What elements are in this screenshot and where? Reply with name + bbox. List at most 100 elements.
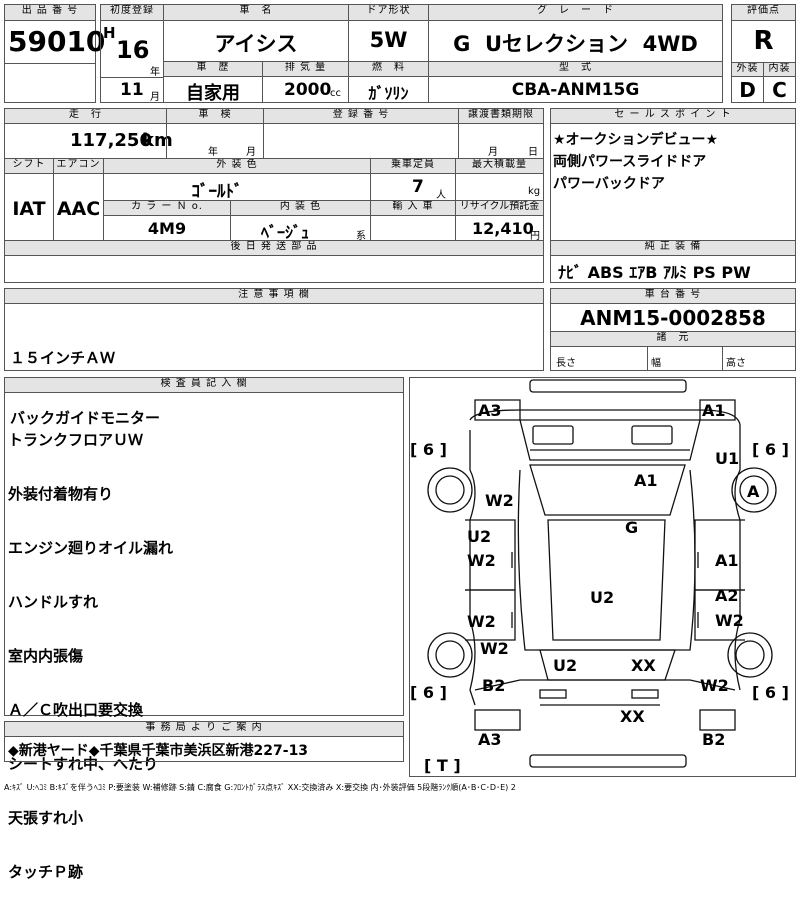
inspector-line: Ａ／Ｃ吹出口要交換 (8, 701, 144, 719)
inspector-line: トランクフロアＵＷ (8, 431, 144, 449)
spec-height-box (722, 346, 796, 371)
mark-r-door2-top: A2 (715, 586, 739, 605)
sales-point: 両側パワースライドドア (553, 154, 707, 170)
chassis-label: 車 台 番 号 (550, 288, 796, 304)
mark-tail-right: XX (631, 656, 656, 675)
model: CBA-ANM15G (511, 80, 640, 100)
spec-width: 幅 (651, 358, 661, 369)
mark-rear-center: XX (620, 707, 645, 726)
mark-rear-left: A3 (478, 730, 502, 749)
mark-l-door2: W2 (467, 612, 496, 631)
lot-no: 59010 (8, 25, 106, 58)
recycle-unit: 円 (530, 231, 540, 242)
tire-fr-label: [ 6 ] (752, 440, 789, 459)
car-name-label: 車 名 (163, 4, 349, 21)
spec-height: 高さ (726, 358, 746, 369)
mark-l-door1-top: U2 (467, 527, 492, 546)
insp-year-unit: 年 (208, 147, 218, 158)
history-label: 車 歴 (163, 61, 263, 77)
model-box (428, 76, 723, 103)
sales-points: ★オークションデビュー★ 両側パワースライドドア パワーバックドア (553, 129, 718, 195)
tr-month-unit: 月 (488, 147, 498, 158)
spare-tire-label: [ T ] (424, 756, 461, 775)
mark-tail-left: U2 (553, 656, 578, 675)
shift: IAT (12, 198, 46, 220)
ac: AAC (56, 198, 101, 220)
mileage-unit: km (142, 130, 173, 151)
grade-label: グ レ ー ド (428, 4, 723, 21)
ext-color-label: 外 装 色 (103, 158, 371, 174)
equipment: ﾅﾋﾞ ABS ｴｱB ｱﾙﾐ PS PW (558, 263, 751, 282)
reg-no-box (263, 123, 459, 159)
inspector-label: 検 査 員 記 入 欄 (4, 377, 404, 393)
mark-roof: U2 (590, 588, 615, 607)
ext-color: ｺﾞｰﾙﾄﾞ (191, 182, 243, 202)
reg-month: 11 (120, 80, 144, 100)
lot-blank (4, 63, 96, 103)
inspector-line: ハンドルすれ (8, 593, 99, 611)
transfer-label: 譲渡書類期限 (458, 108, 544, 124)
inspector-line: エンジン廻りオイル漏れ (8, 539, 174, 557)
mark-l-rear: W2 (480, 639, 509, 658)
score: R (753, 26, 774, 56)
tire-fl-label: [ 6 ] (410, 440, 447, 459)
inspector-box (4, 392, 404, 716)
history: 自家用 (186, 83, 240, 104)
ac-label: エアコン (53, 158, 104, 174)
fuel-label: 燃 料 (348, 61, 429, 77)
tire-rr-label: [ 6 ] (752, 683, 789, 702)
recycle-label: リサイクル預託金 (455, 200, 544, 216)
interior-label: 内装 (763, 62, 796, 77)
seats-unit: 人 (436, 190, 446, 201)
exterior-grade: D (739, 78, 756, 102)
diagram-frame (409, 377, 796, 777)
office-box (4, 736, 404, 762)
car-name: アイシス (214, 32, 298, 56)
mark-front-left: A3 (478, 401, 502, 420)
tire-rl-label: [ 6 ] (410, 683, 447, 702)
mark-u1: U1 (715, 449, 740, 468)
inspector-line: タッチＰ跡 (8, 863, 84, 881)
later-parts-box (4, 255, 544, 283)
notes-box (4, 303, 544, 371)
displacement-label: 排 気 量 (262, 61, 349, 77)
mark-l-quarter: B2 (482, 676, 506, 695)
displacement-unit: cc (330, 88, 341, 99)
grade: G Uセレクション 4WD (453, 32, 698, 56)
spec-length: 長さ (556, 358, 576, 369)
fuel: ｶﾞｿﾘﾝ (368, 84, 409, 103)
int-color-label: 内 装 色 (230, 200, 371, 216)
mark-r-door1: A1 (715, 551, 739, 570)
int-color-suffix: 系 (356, 231, 366, 242)
year-unit: 年 (150, 67, 160, 78)
office-text: ◆新港ヤード◆千葉県千葉市美浜区新港227-13 (8, 743, 309, 759)
note-line: １５インチＡＷ (10, 349, 116, 367)
first-reg-label: 初度登録 (100, 4, 164, 21)
insp-month-unit: 月 (246, 147, 256, 158)
score-label: 評価点 (731, 4, 796, 21)
interior-box (763, 76, 796, 103)
import-label: 輸 入 車 (370, 200, 456, 216)
month-unit: 月 (150, 92, 160, 103)
mark-windshield: G (625, 518, 639, 537)
int-color: ﾍﾞｰｼﾞｭ (260, 223, 309, 242)
inspector-line: 外装付着物有り (8, 485, 114, 503)
inspector-line: 天張すれ小 (8, 809, 84, 827)
later-parts-label: 後 日 発 送 部 品 (4, 240, 544, 256)
equipment-label: 純 正 装 備 (550, 240, 796, 256)
equipment-box (550, 255, 796, 283)
displacement: 2000 (284, 80, 332, 100)
notes-label: 注 意 事 項 欄 (4, 288, 544, 304)
exterior-label: 外装 (731, 62, 764, 77)
door-label: ドア形状 (348, 4, 429, 21)
legend: A:ｷｽﾞ U:ﾍｺﾐ B:ｷｽﾞを伴うﾍｺﾐ P:要塗装 W:補修跡 S:錆 … (4, 783, 516, 792)
mark-front-right: A1 (702, 401, 726, 420)
mark-hood: A1 (634, 471, 658, 490)
inspection-label: 車 検 (166, 108, 264, 124)
door: 5W (369, 28, 408, 52)
reg-year: 16 (116, 36, 150, 64)
max-load-label: 最大積載量 (455, 158, 544, 174)
note-line: バックガイドモニター (10, 409, 161, 427)
color-no: 4M9 (147, 219, 187, 238)
interior-grade: C (772, 78, 787, 102)
